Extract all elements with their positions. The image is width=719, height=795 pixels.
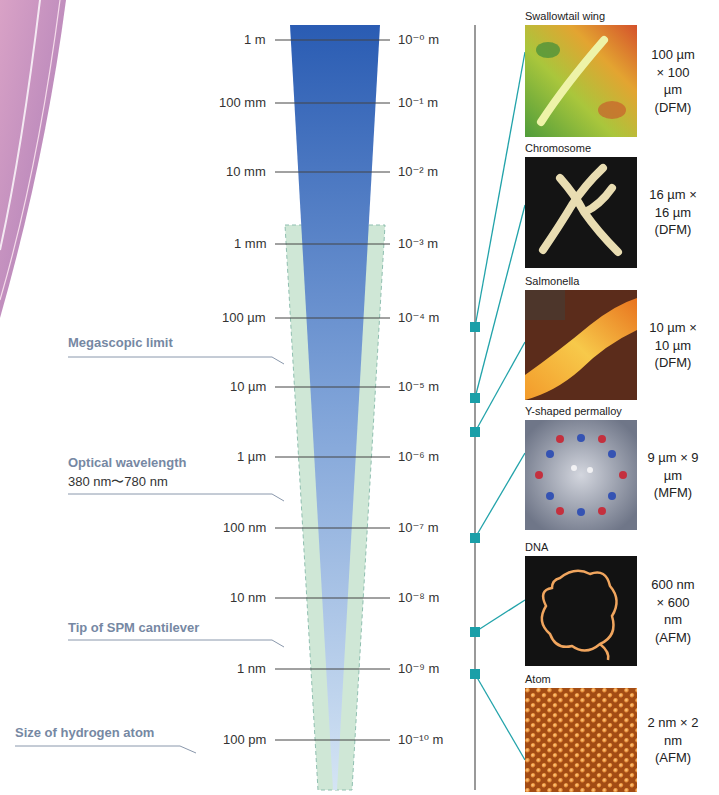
scale-value: 10 mm	[226, 164, 266, 180]
annotation-label: Optical wavelength	[68, 455, 186, 471]
scale-exponent: 10⁻⁹ m	[398, 661, 439, 677]
scale-value: 1 m	[244, 32, 266, 48]
scan-size: 10 µm × 10 µm (DFM)	[647, 319, 699, 372]
scan-size: 2 nm × 2 nm (AFM)	[647, 714, 699, 767]
scale-exponent: 10⁻⁰ m	[398, 32, 439, 48]
image-panel: Y-shaped permalloy 9 µm × 9 µm (MFM)	[520, 402, 719, 530]
scale-exponent: 10⁻³ m	[398, 236, 438, 252]
scale-exponent: 10⁻¹⁰ m	[398, 732, 443, 748]
annotation-label: Megascopic limit	[68, 335, 173, 351]
scale-exponent: 10⁻⁵ m	[398, 379, 439, 395]
annotation-label: Tip of SPM cantilever	[68, 620, 199, 636]
image-panel: Chromosome 16 µm × 16 µm (DFM)	[520, 139, 719, 268]
scale-value: 100 µm	[222, 310, 266, 326]
scan-size: 16 µm × 16 µm (DFM)	[647, 186, 699, 239]
scale-exponent: 10⁻¹ m	[398, 95, 438, 111]
image-caption: Atom	[525, 673, 551, 686]
scale-value: 10 µm	[230, 379, 266, 395]
image-caption: Swallowtail wing	[525, 10, 605, 23]
image-panel: Salmonella 10 µm × 10 µm (DFM)	[520, 272, 719, 400]
scale-exponent: 10⁻⁸ m	[398, 590, 439, 606]
scale-exponent: 10⁻⁶ m	[398, 449, 439, 465]
scale-value: 100 mm	[219, 95, 266, 111]
scale-value: 100 pm	[223, 732, 266, 748]
scale-value: 100 nm	[223, 520, 266, 536]
image-caption: Chromosome	[525, 142, 591, 155]
annotation-label: Size of hydrogen atom	[15, 725, 154, 741]
scale-value: 1 µm	[237, 449, 266, 465]
scale-exponent: 10⁻⁴ m	[398, 310, 439, 326]
image-panel: Swallowtail wing 100 µm × 100 µm (DFM)	[520, 7, 719, 137]
image-panel: DNA 600 nm × 600 nm (AFM)	[520, 538, 719, 666]
image-panel: Atom 2 nm × 2 nm (AFM)	[520, 670, 719, 792]
scale-value: 1 mm	[234, 236, 267, 252]
scan-size: 100 µm × 100 µm (DFM)	[647, 46, 699, 116]
scale-value: 1 nm	[237, 661, 266, 677]
scan-size: 600 nm × 600 nm (AFM)	[647, 576, 699, 646]
annotation-range: 380 nm〜780 nm	[68, 474, 168, 490]
scan-size: 9 µm × 9 µm (MFM)	[647, 449, 699, 502]
image-caption: DNA	[525, 541, 548, 554]
scale-value: 10 nm	[230, 590, 266, 606]
scale-exponent: 10⁻² m	[398, 164, 438, 180]
image-caption: Y-shaped permalloy	[525, 405, 622, 418]
image-caption: Salmonella	[525, 275, 579, 288]
scale-exponent: 10⁻⁷ m	[398, 520, 438, 536]
